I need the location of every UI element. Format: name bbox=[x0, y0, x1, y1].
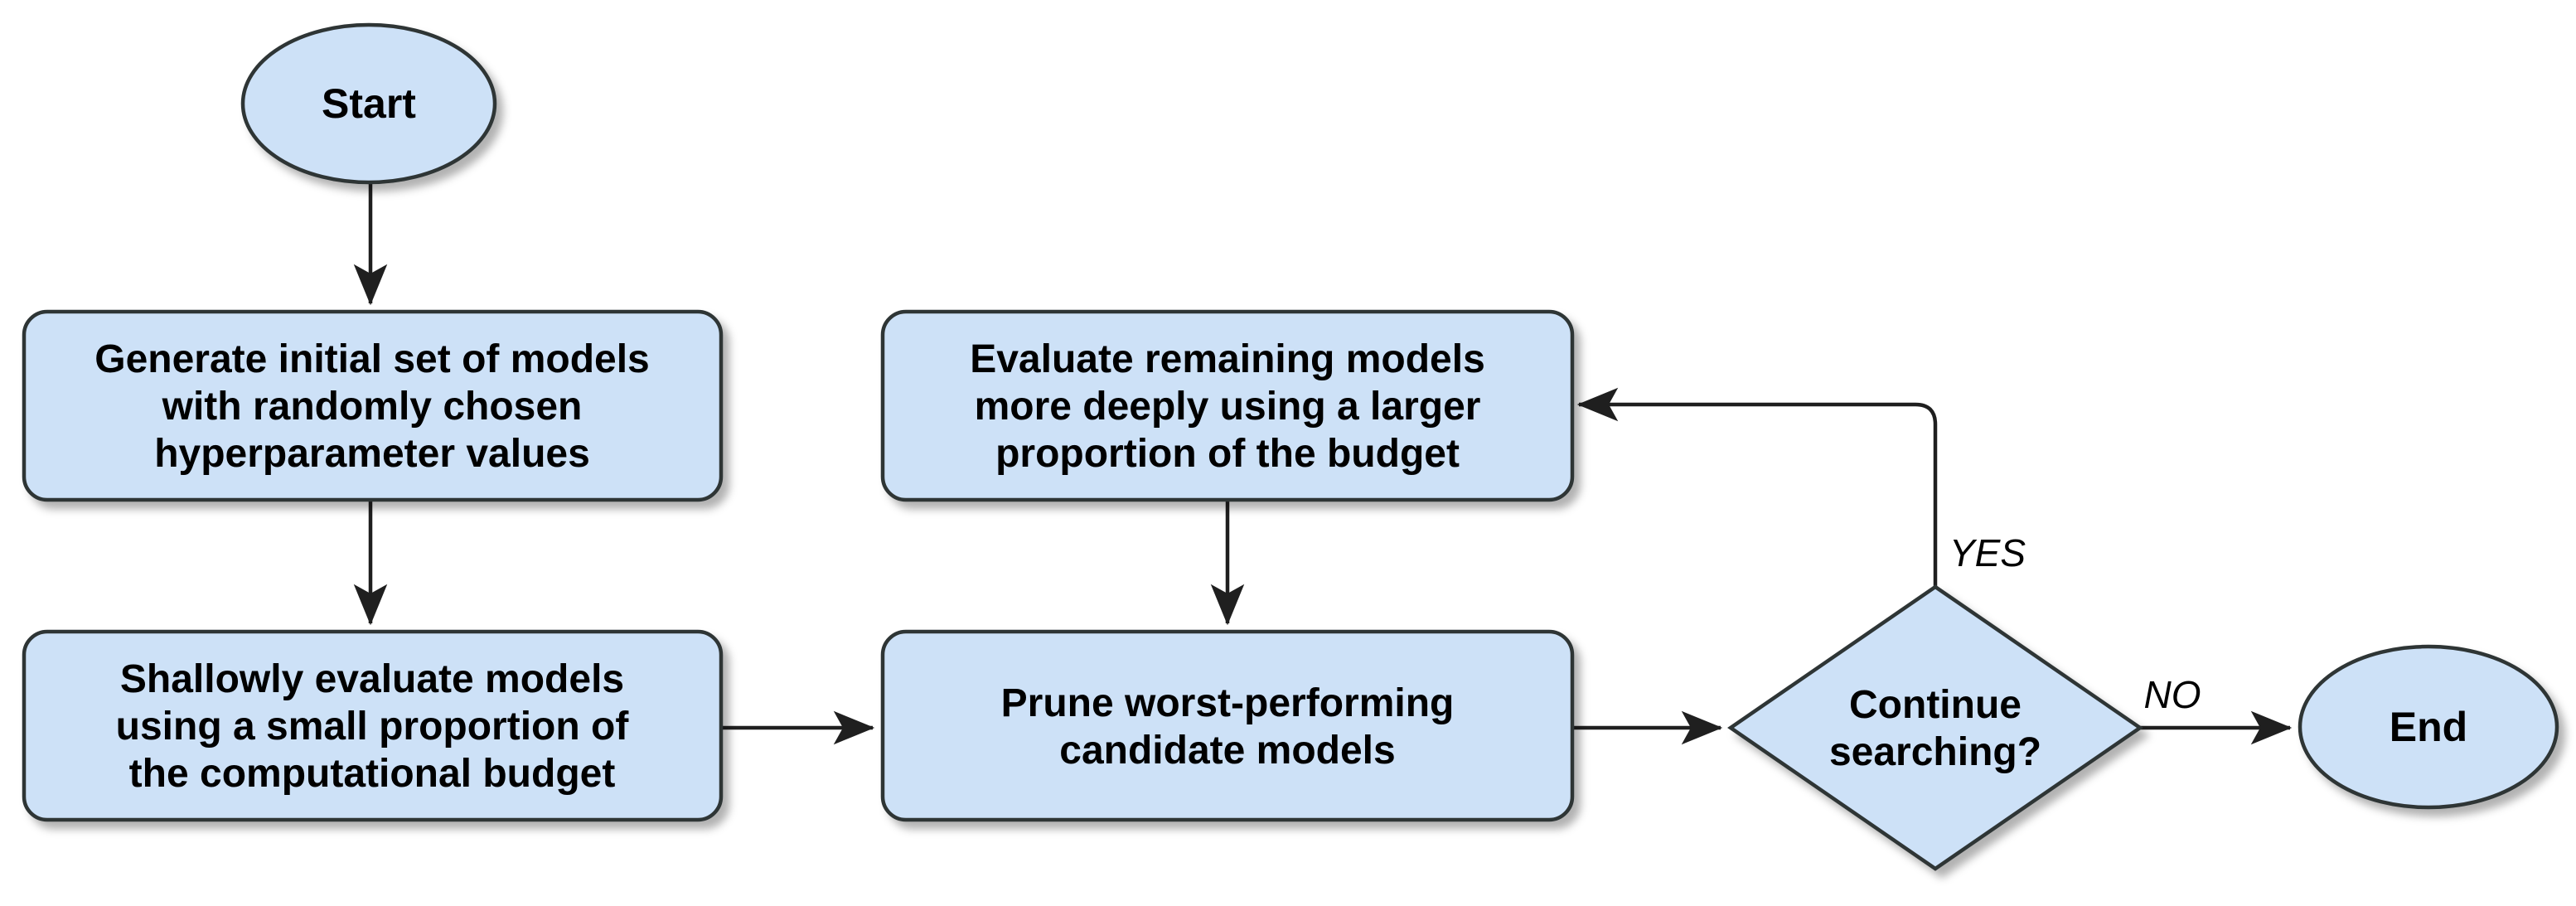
node-label-line: proportion of the budget bbox=[995, 432, 1460, 476]
process-shallow-evaluate: Shallowly evaluate models using a small … bbox=[22, 629, 724, 822]
node-label-line: Continue bbox=[1849, 683, 2022, 727]
process-generate-models: Generate initial set of models with rand… bbox=[22, 309, 724, 502]
edge-label-yes: YES bbox=[1949, 531, 2026, 574]
node-label-line: with randomly chosen bbox=[162, 385, 583, 429]
edge-labels-layer: YES NO bbox=[1949, 531, 2201, 716]
end-ellipse bbox=[2298, 644, 2559, 810]
node-label-line: hyperparameter values bbox=[154, 432, 590, 476]
node-label-line: searching? bbox=[1829, 730, 2041, 774]
edges-layer bbox=[353, 183, 2293, 745]
start-terminator: Start bbox=[240, 22, 497, 185]
node-label-line: Evaluate remaining models bbox=[970, 337, 1485, 381]
node-label-line: using a small proportion of bbox=[116, 705, 630, 749]
node-label-line: more deeply using a larger bbox=[975, 385, 1481, 429]
node-label-line: Shallowly evaluate models bbox=[120, 657, 624, 701]
decision-continue-searching: Continue searching? bbox=[1727, 584, 2143, 871]
process-evaluate-remaining: Evaluate remaining models more deeply us… bbox=[880, 309, 1575, 502]
node-label: End bbox=[2390, 704, 2467, 750]
start-ellipse bbox=[240, 22, 497, 185]
end-terminator: End bbox=[2298, 644, 2559, 810]
process-rect bbox=[22, 629, 724, 822]
process-rect bbox=[880, 629, 1575, 822]
node-label: Start bbox=[322, 80, 416, 127]
node-label-line: the computational budget bbox=[129, 752, 616, 796]
edge-decision-to-evaluate-yes bbox=[1576, 387, 1938, 587]
decision-diamond bbox=[1727, 584, 2143, 871]
edge-label-no: NO bbox=[2144, 673, 2201, 716]
node-label-line: Generate initial set of models bbox=[94, 337, 650, 381]
process-prune-models: Prune worst-performing candidate models bbox=[880, 629, 1575, 822]
node-label-line: candidate models bbox=[1059, 729, 1395, 773]
process-rect bbox=[22, 309, 724, 502]
nodes-layer: Start Generate initial set of models wit… bbox=[22, 22, 2559, 871]
node-label-line: Prune worst-performing bbox=[1001, 681, 1455, 725]
process-rect bbox=[880, 309, 1575, 502]
